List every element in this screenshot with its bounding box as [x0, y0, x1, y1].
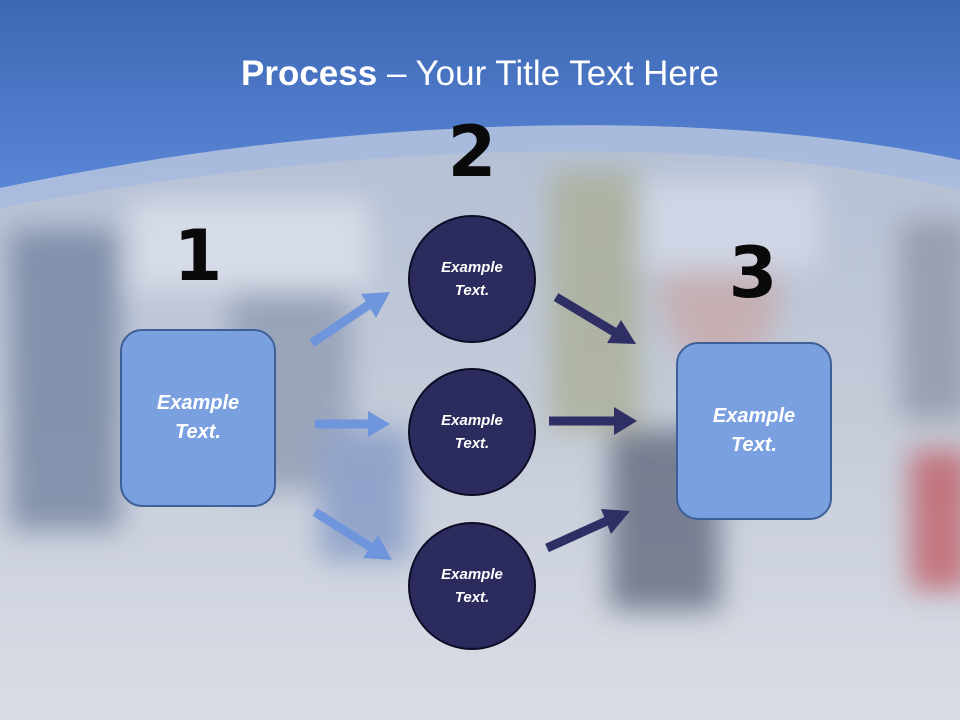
arrow-bottom-to-3 — [545, 509, 630, 553]
arrow-middle-to-3 — [549, 407, 637, 435]
step-2-label-bottom: Example Text. — [441, 566, 503, 606]
title-rest: – Your Title Text Here — [377, 54, 719, 93]
step-1-box[interactable]: Example Text. — [120, 329, 276, 507]
arrow-1-to-top — [309, 292, 390, 347]
step-1-label: Example Text. — [156, 392, 240, 443]
step-2-label-middle: Example Text. — [441, 412, 503, 452]
page-title: Process – Your Title Text Here — [0, 52, 960, 96]
step-2-label-top: Example Text. — [441, 259, 503, 299]
step-2-circle-middle[interactable]: Example Text. — [408, 368, 536, 496]
step-3-label: Example Text. — [712, 405, 796, 456]
step-3-number: 3 — [728, 232, 778, 314]
arrow-1-to-bottom — [312, 508, 392, 560]
step-2-number: 2 — [447, 111, 497, 193]
title-strong: Process — [241, 54, 378, 93]
step-3-box[interactable]: Example Text. — [676, 342, 832, 520]
step-2-circle-top[interactable]: Example Text. — [408, 215, 536, 343]
arrow-1-to-middle — [315, 411, 390, 437]
step-1-number: 1 — [173, 215, 223, 297]
arrow-top-to-3 — [553, 293, 636, 344]
step-2-circle-bottom[interactable]: Example Text. — [408, 522, 536, 650]
